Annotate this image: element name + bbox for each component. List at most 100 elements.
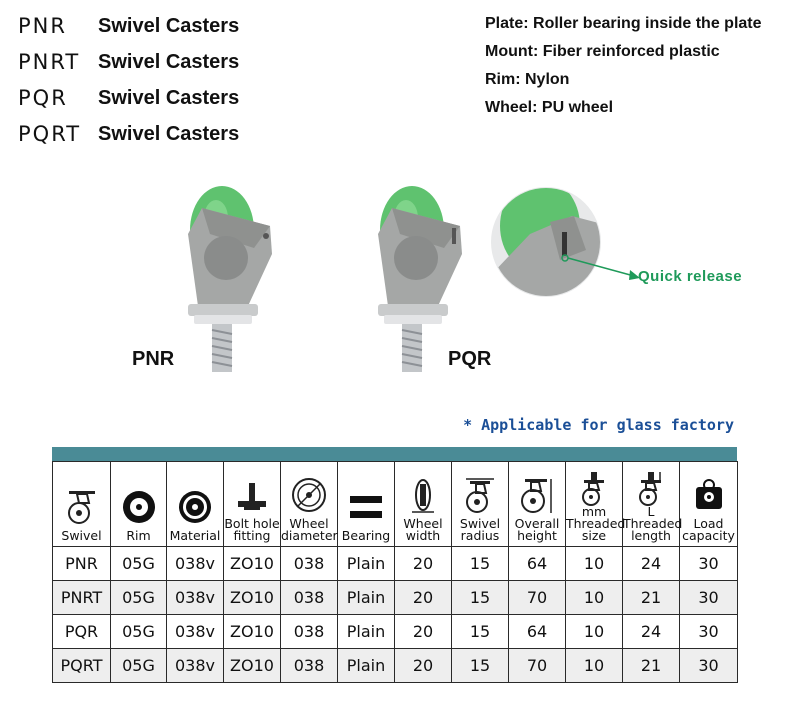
table-row: PQRT 05G 038v ZO10 038 Plain 20 15 70 10… <box>52 648 738 683</box>
model-list: PNR Swivel Casters PNRT Swivel Casters P… <box>18 8 239 152</box>
cell-material: 038v <box>166 648 224 683</box>
cell-material: 038v <box>166 546 224 581</box>
table-row: PQR 05G 038v ZO10 038 Plain 20 15 64 10 … <box>52 614 738 649</box>
model-name: Swivel Casters <box>98 50 240 73</box>
cell-rim: 05G <box>110 648 167 683</box>
pqr-image-label: PQR <box>448 348 492 370</box>
header-label: Swivel <box>61 528 102 543</box>
header-threaded-size: mm Threaded size <box>565 461 626 547</box>
cell-material: 038v <box>166 580 224 615</box>
model-row-pnrt: PNRT Swivel Casters <box>18 44 239 80</box>
table-top-bar <box>52 447 737 461</box>
model-name: Swivel Casters <box>98 14 240 37</box>
wheel-width-icon <box>395 472 451 518</box>
cell-bearing: Plain <box>337 648 395 683</box>
cell-threaded-length: 21 <box>622 648 680 683</box>
cell-load-capacity: 30 <box>679 546 738 581</box>
cell-swivel-radius: 15 <box>451 546 509 581</box>
bearing-icon <box>338 484 394 530</box>
table-row: PNR 05G 038v ZO10 038 Plain 20 15 64 10 … <box>52 546 738 581</box>
cell-wheel-diameter: 038 <box>280 546 338 581</box>
cell-bearing: Plain <box>337 546 395 581</box>
cell-rim: 05G <box>110 546 167 581</box>
header-bolt-hole-fitting: Bolt hole fitting <box>223 461 281 547</box>
header-label: Wheel diameter <box>281 516 338 543</box>
header-label: Load capacity <box>682 516 735 543</box>
wheel-diameter-icon <box>281 472 337 518</box>
pqr-caster-image <box>378 186 462 372</box>
header-rim: Rim <box>110 461 167 547</box>
cell-bolt-hole: ZO10 <box>223 614 281 649</box>
header-label: Bolt hole fitting <box>224 516 280 543</box>
swivel-radius-icon <box>452 472 508 518</box>
load-capacity-icon <box>680 472 737 518</box>
header-label: Rim <box>126 528 151 543</box>
cell-swivel-radius: 15 <box>451 648 509 683</box>
cell-wheel-width: 20 <box>394 580 452 615</box>
spec-list: Plate: Roller bearing inside the plate M… <box>485 10 762 122</box>
model-code: PQR <box>18 86 68 110</box>
cell-model: PNRT <box>52 580 111 615</box>
overall-height-icon <box>509 472 565 518</box>
cell-overall-height: 70 <box>508 580 566 615</box>
table-row: PNRT 05G 038v ZO10 038 Plain 20 15 70 10… <box>52 580 738 615</box>
cell-load-capacity: 30 <box>679 580 738 615</box>
bolt-fitting-icon <box>224 472 280 518</box>
cell-model: PQR <box>52 614 111 649</box>
cell-swivel-radius: 15 <box>451 580 509 615</box>
spec-wheel: Wheel: PU wheel <box>485 99 614 116</box>
cell-load-capacity: 30 <box>679 614 738 649</box>
cell-threaded-length: 21 <box>622 580 680 615</box>
header-label: Threaded size <box>566 516 626 543</box>
cell-wheel-diameter: 038 <box>280 614 338 649</box>
pnr-image-label: PNR <box>132 348 175 370</box>
model-code: PNRT <box>18 50 81 74</box>
cell-threaded-size: 10 <box>565 546 623 581</box>
cell-wheel-width: 20 <box>394 546 452 581</box>
header-sub-label: L <box>647 504 655 519</box>
table-header-row: Swivel Rim Material Bolt hole fitting <box>52 461 738 547</box>
cell-bolt-hole: ZO10 <box>223 648 281 683</box>
cell-bolt-hole: ZO10 <box>223 546 281 581</box>
threaded-size-icon <box>566 472 622 506</box>
header-wheel-diameter: Wheel diameter <box>280 461 338 547</box>
threaded-length-icon <box>623 472 679 506</box>
cell-overall-height: 70 <box>508 648 566 683</box>
cell-material: 038v <box>166 614 224 649</box>
glass-factory-note: * Applicable for glass factory <box>463 416 734 434</box>
cell-threaded-length: 24 <box>622 614 680 649</box>
cell-threaded-size: 10 <box>565 580 623 615</box>
header-sub-label: mm <box>581 504 607 519</box>
quick-release-label: Quick release <box>638 268 743 285</box>
pnr-caster-image <box>188 186 272 372</box>
header-label: Overall height <box>514 516 560 543</box>
header-label: Threaded length <box>623 516 683 543</box>
cell-wheel-diameter: 038 <box>280 580 338 615</box>
material-icon <box>167 484 223 530</box>
model-name: Swivel Casters <box>98 86 240 109</box>
cell-wheel-diameter: 038 <box>280 648 338 683</box>
cell-threaded-size: 10 <box>565 648 623 683</box>
header-label: Material <box>169 528 221 543</box>
cell-bearing: Plain <box>337 614 395 649</box>
header-swivel: Swivel <box>52 461 111 547</box>
cell-swivel-radius: 15 <box>451 614 509 649</box>
header-bearing: Bearing <box>337 461 395 547</box>
model-row-pnr: PNR Swivel Casters <box>18 8 239 44</box>
spec-rim: Rim: Nylon <box>485 71 570 88</box>
cell-bearing: Plain <box>337 580 395 615</box>
model-row-pqr: PQR Swivel Casters <box>18 80 239 116</box>
model-row-pqrt: PQRT Swivel Casters <box>18 116 239 152</box>
cell-rim: 05G <box>110 580 167 615</box>
cell-wheel-width: 20 <box>394 614 452 649</box>
model-name: Swivel Casters <box>98 122 240 145</box>
header-label: Swivel radius <box>459 516 501 543</box>
header-material: Material <box>166 461 224 547</box>
cell-overall-height: 64 <box>508 614 566 649</box>
header-label: Bearing <box>341 528 391 543</box>
cell-threaded-length: 24 <box>622 546 680 581</box>
header-swivel-radius: Swivel radius <box>451 461 509 547</box>
swivel-caster-icon <box>53 484 110 530</box>
cell-rim: 05G <box>110 614 167 649</box>
model-code: PQRT <box>18 122 82 146</box>
